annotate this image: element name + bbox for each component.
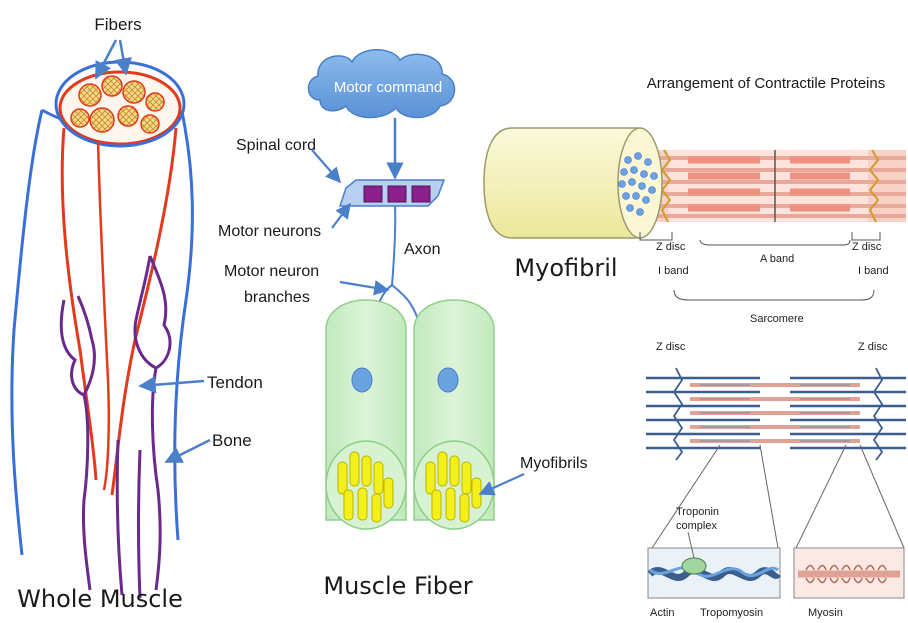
motor-neuron-2 <box>388 186 406 202</box>
z-disc-label-left: Z disc <box>656 241 686 253</box>
neuron-ending-right <box>438 368 458 392</box>
whole-muscle-title: Whole Muscle <box>17 585 183 613</box>
sarcomere-label: Sarcomere <box>750 313 804 325</box>
troponin-label-line2: complex <box>676 520 717 532</box>
motor-neurons-label: Motor neurons <box>218 223 321 240</box>
motor-neuron-3 <box>412 186 430 202</box>
actin-label: Actin <box>650 607 674 619</box>
z-disc-label-lower-left: Z disc <box>656 341 686 353</box>
motor-neuron-branches-line1: Motor neuron <box>224 263 319 280</box>
myofibrils-label: Myofibrils <box>520 455 588 472</box>
muscle-fiber-drawing <box>308 50 524 529</box>
contractile-title: Arrangement of Contractile Proteins <box>647 75 885 92</box>
i-band-label-left: I band <box>658 265 689 277</box>
tendon-label: Tendon <box>207 373 263 392</box>
spinal-cord-label: Spinal cord <box>236 137 316 154</box>
bones <box>61 256 170 598</box>
troponin-complex-blob <box>682 558 706 574</box>
troponin-label-line1: Troponin <box>676 506 719 518</box>
bone-label: Bone <box>212 431 252 450</box>
motor-neuron-branches-line2: branches <box>244 289 310 306</box>
muscle-outline <box>12 110 193 555</box>
z-disc-label-right: Z disc <box>852 241 882 253</box>
tropomyosin-label: Tropomyosin <box>700 607 763 619</box>
axon-label: Axon <box>404 241 440 258</box>
myofibril-label: Myofibril <box>514 254 617 282</box>
fibers-label: Fibers <box>94 15 141 34</box>
whole-muscle-drawing <box>12 40 210 598</box>
a-band-label: A band <box>760 253 794 265</box>
motor-command-label: Motor command <box>334 79 442 96</box>
myosin-label: Myosin <box>808 607 843 619</box>
motor-neuron-1 <box>364 186 382 202</box>
actin-detail-box <box>648 532 780 598</box>
z-disc-label-lower-right: Z disc <box>858 341 888 353</box>
neuron-ending-left <box>352 368 372 392</box>
i-band-label-right: I band <box>858 265 889 277</box>
muscle-fiber-title: Muscle Fiber <box>323 572 472 600</box>
myosin-detail-box <box>794 548 904 598</box>
